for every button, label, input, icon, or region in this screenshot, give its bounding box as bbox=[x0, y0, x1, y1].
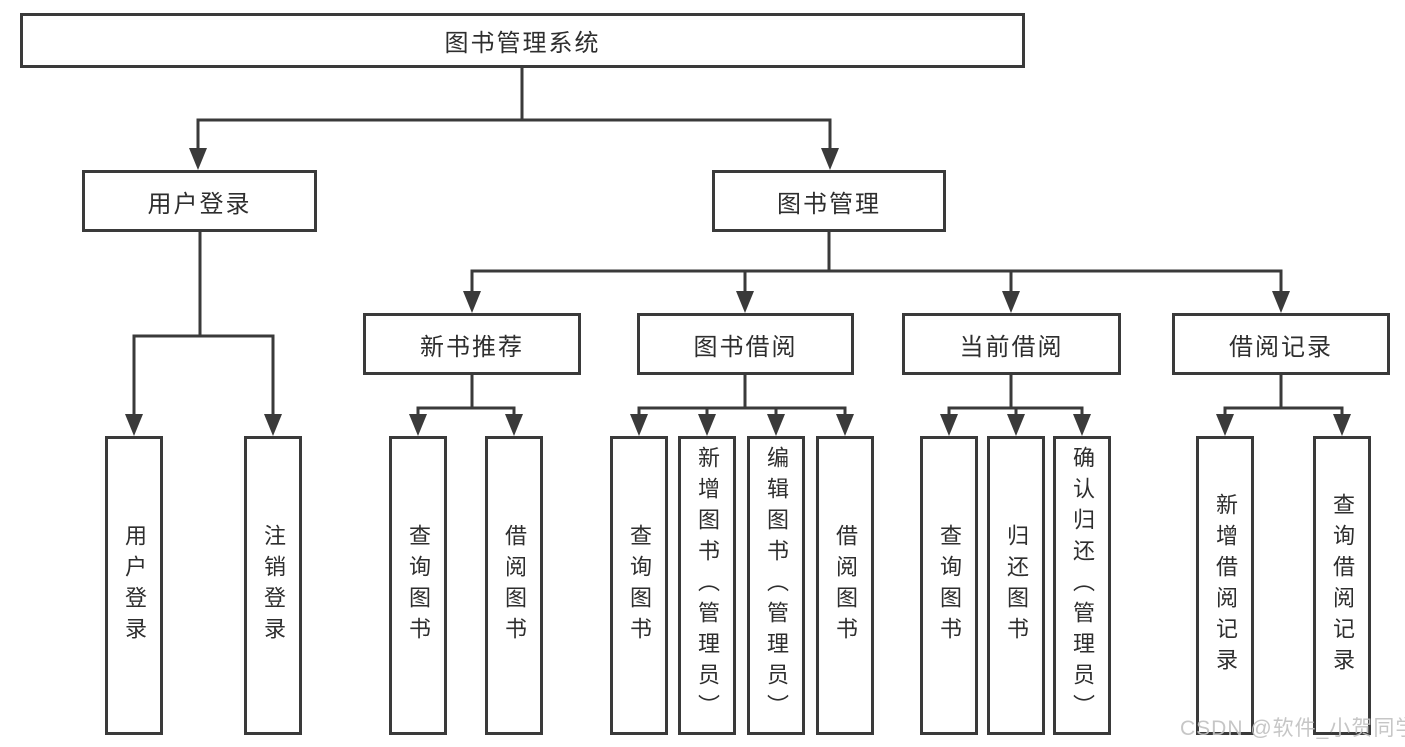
leaf-user-login: 用户登录 bbox=[105, 436, 163, 735]
leaf-query-book-current: 查询图书 bbox=[920, 436, 978, 735]
node-root-system: 图书管理系统 bbox=[20, 13, 1025, 68]
node-borrowing-records: 借阅记录 bbox=[1172, 313, 1390, 375]
leaf-add-book-admin: 新增图书（管理员） bbox=[678, 436, 736, 735]
node-book-management: 图书管理 bbox=[712, 170, 946, 232]
leaf-borrow-book-recommend: 借阅图书 bbox=[485, 436, 543, 735]
leaf-query-book-recommend: 查询图书 bbox=[389, 436, 447, 735]
leaf-query-book-borrow: 查询图书 bbox=[610, 436, 668, 735]
leaf-logout: 注销登录 bbox=[244, 436, 302, 735]
leaf-query-borrow-record: 查询借阅记录 bbox=[1313, 436, 1371, 735]
watermark: CSDN @软件_小贺同学 bbox=[1180, 717, 1405, 740]
node-new-book-recommend: 新书推荐 bbox=[363, 313, 581, 375]
leaf-edit-book-admin: 编辑图书（管理员） bbox=[747, 436, 805, 735]
node-current-borrowing: 当前借阅 bbox=[902, 313, 1121, 375]
leaf-confirm-return-admin: 确认归还（管理员） bbox=[1053, 436, 1111, 735]
leaf-return-book: 归还图书 bbox=[987, 436, 1045, 735]
node-user-login: 用户登录 bbox=[82, 170, 317, 232]
leaf-borrow-book: 借阅图书 bbox=[816, 436, 874, 735]
leaf-add-borrow-record: 新增借阅记录 bbox=[1196, 436, 1254, 735]
arrowheads bbox=[125, 148, 1351, 436]
node-book-borrowing: 图书借阅 bbox=[637, 313, 854, 375]
